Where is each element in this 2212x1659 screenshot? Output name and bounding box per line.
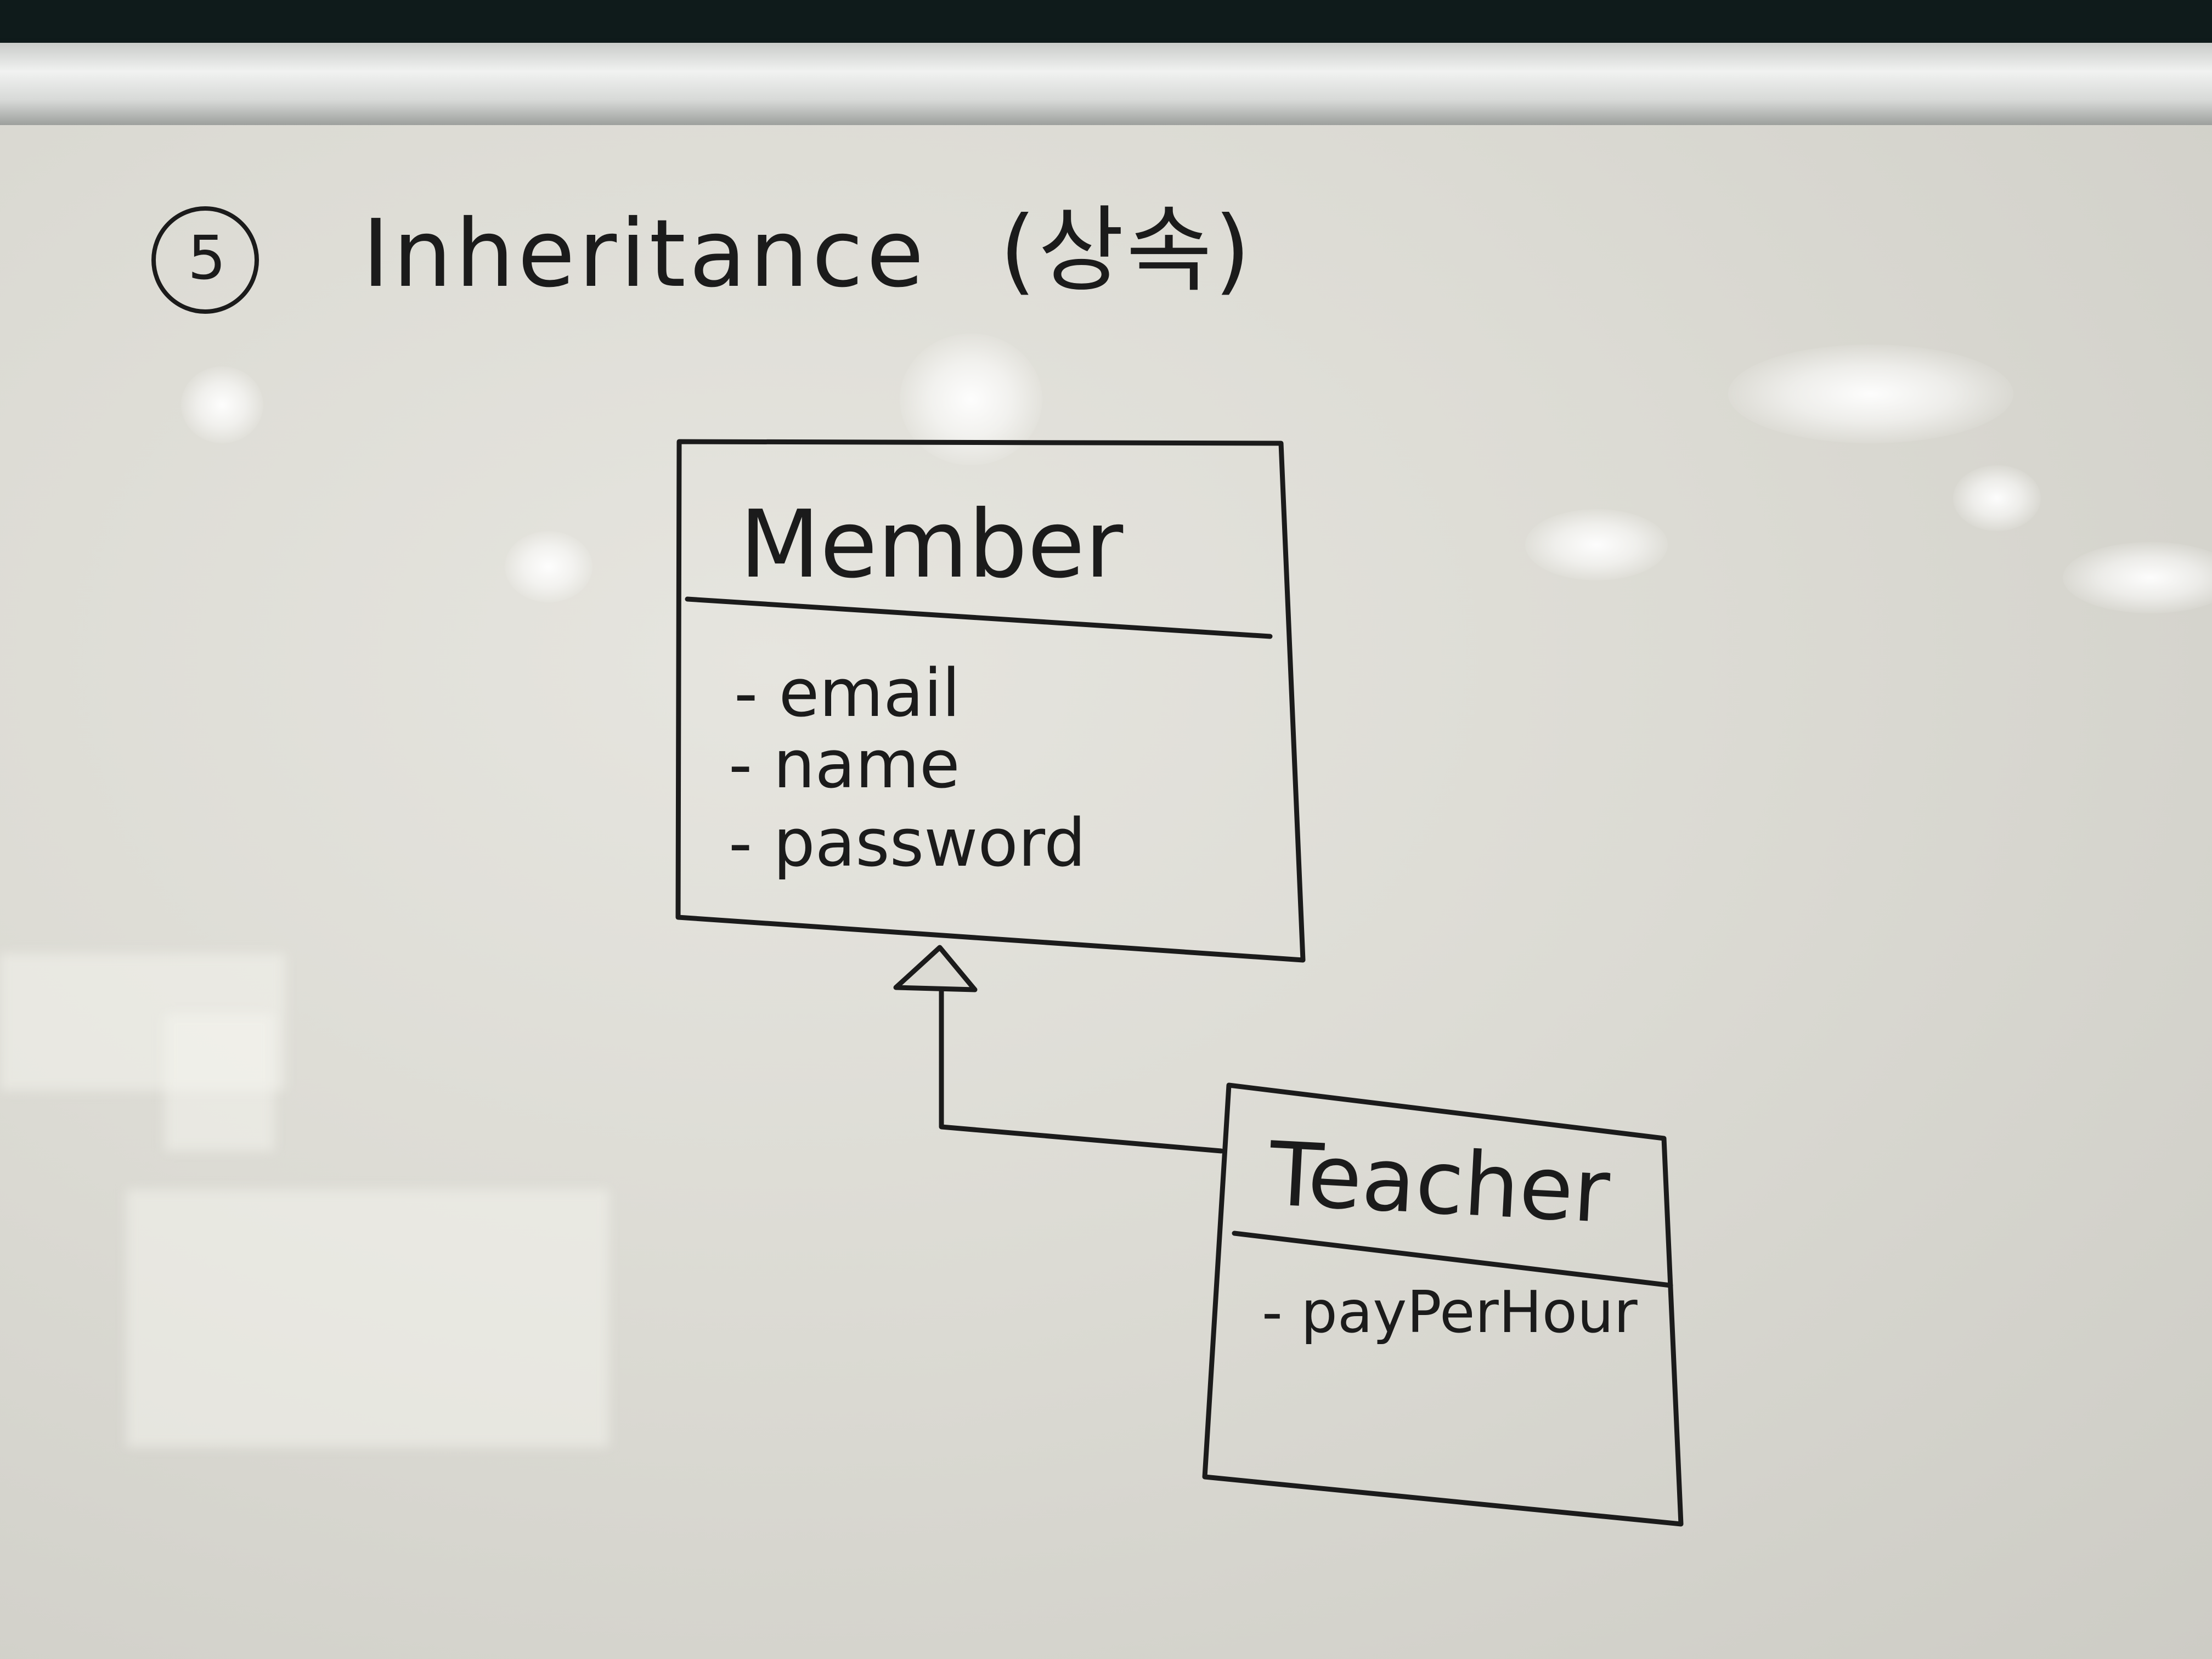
member-class-name: Member bbox=[740, 490, 1124, 599]
member-attribute-name: - name bbox=[729, 727, 960, 803]
window-reflection bbox=[165, 1014, 274, 1151]
member-attribute-password: - password bbox=[729, 805, 1086, 882]
inheritance-arrowhead bbox=[893, 945, 978, 992]
teacher-attribute-pay-per-hour: - payPerHour bbox=[1262, 1279, 1638, 1346]
heading-title: Inheritance bbox=[362, 200, 927, 308]
teacher-class-box bbox=[1202, 1082, 1684, 1527]
whiteboard bbox=[0, 125, 2212, 1659]
wall-strip bbox=[0, 0, 2212, 43]
heading-korean: (상속) bbox=[1000, 196, 1253, 305]
light-glare bbox=[181, 366, 263, 443]
member-name-divider bbox=[685, 596, 1273, 639]
light-glare bbox=[1525, 509, 1668, 580]
light-glare bbox=[505, 531, 592, 602]
number-circle bbox=[151, 206, 259, 314]
member-class-box bbox=[675, 439, 1306, 963]
teacher-class-name: Teacher bbox=[1266, 1122, 1612, 1243]
light-glare bbox=[1728, 345, 2013, 443]
teacher-name-divider bbox=[1232, 1231, 1673, 1288]
inheritance-connector bbox=[939, 987, 1224, 1154]
light-glare bbox=[1953, 465, 2041, 531]
member-attribute-email: - email bbox=[734, 656, 961, 732]
light-glare bbox=[2063, 542, 2212, 613]
whiteboard-frame bbox=[0, 43, 2212, 125]
window-reflection bbox=[126, 1189, 609, 1447]
heading-number: 5 bbox=[188, 223, 226, 293]
